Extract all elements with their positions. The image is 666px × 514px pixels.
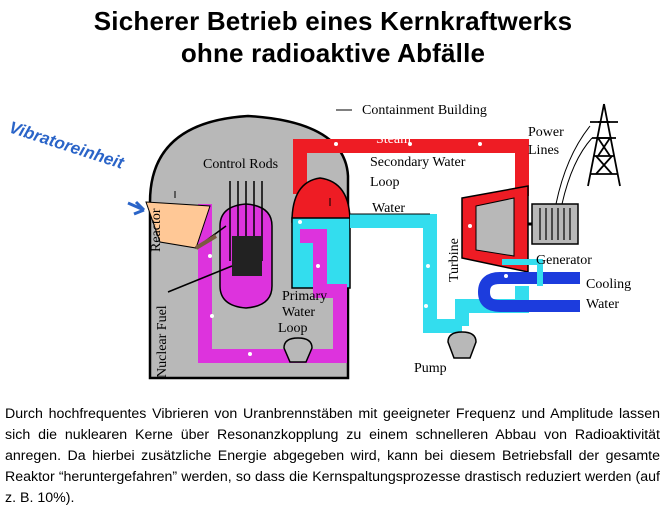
vibrator-arrow-icon (127, 200, 146, 216)
title-line-2: ohne radioaktive Abfälle (180, 38, 486, 68)
label-control-rods: Control Rods (203, 157, 278, 172)
steam-line (293, 139, 529, 196)
label-secondary-1: Secondary Water (370, 155, 466, 170)
label-power-2: Lines (528, 143, 559, 158)
steam-generator (291, 177, 351, 223)
label-turbine: Turbine (447, 238, 462, 282)
label-generator: Generator (536, 253, 592, 268)
fuel-rods (232, 236, 262, 276)
title-line-1: Sicherer Betrieb eines Kernkraftwerks (93, 6, 573, 36)
label-cooling-1: Cooling (586, 277, 631, 292)
label-primary-2: Water (282, 305, 315, 320)
label-power-1: Power (528, 125, 564, 140)
secondary-pump (447, 331, 477, 359)
primary-pump (283, 337, 313, 363)
label-reactor: Reactor (149, 208, 164, 252)
label-primary-3: Loop (278, 321, 308, 336)
label-cooling-2: Water (586, 297, 619, 312)
label-containment: Containment Building (362, 103, 487, 118)
label-secondary-2: Loop (370, 175, 400, 190)
nuclear-plant-diagram: Containment Building Steam Secondary Wat… (7, 103, 631, 380)
cooling-water-loop (477, 272, 580, 312)
label-water: Water (372, 201, 405, 216)
label-steam: Steam (376, 132, 411, 147)
power-tower (587, 103, 621, 187)
label-vibrator: Vibratoreinheit (7, 118, 128, 173)
caption: Durch hochfrequentes Vibrieren von Uranb… (5, 406, 660, 506)
label-pump: Pump (414, 361, 447, 376)
label-nuclear-fuel: Nuclear Fuel (155, 305, 170, 378)
flow-dots (208, 142, 508, 356)
primary-water-loop (198, 204, 347, 363)
label-primary-1: Primary (282, 289, 327, 304)
generator (531, 203, 579, 245)
